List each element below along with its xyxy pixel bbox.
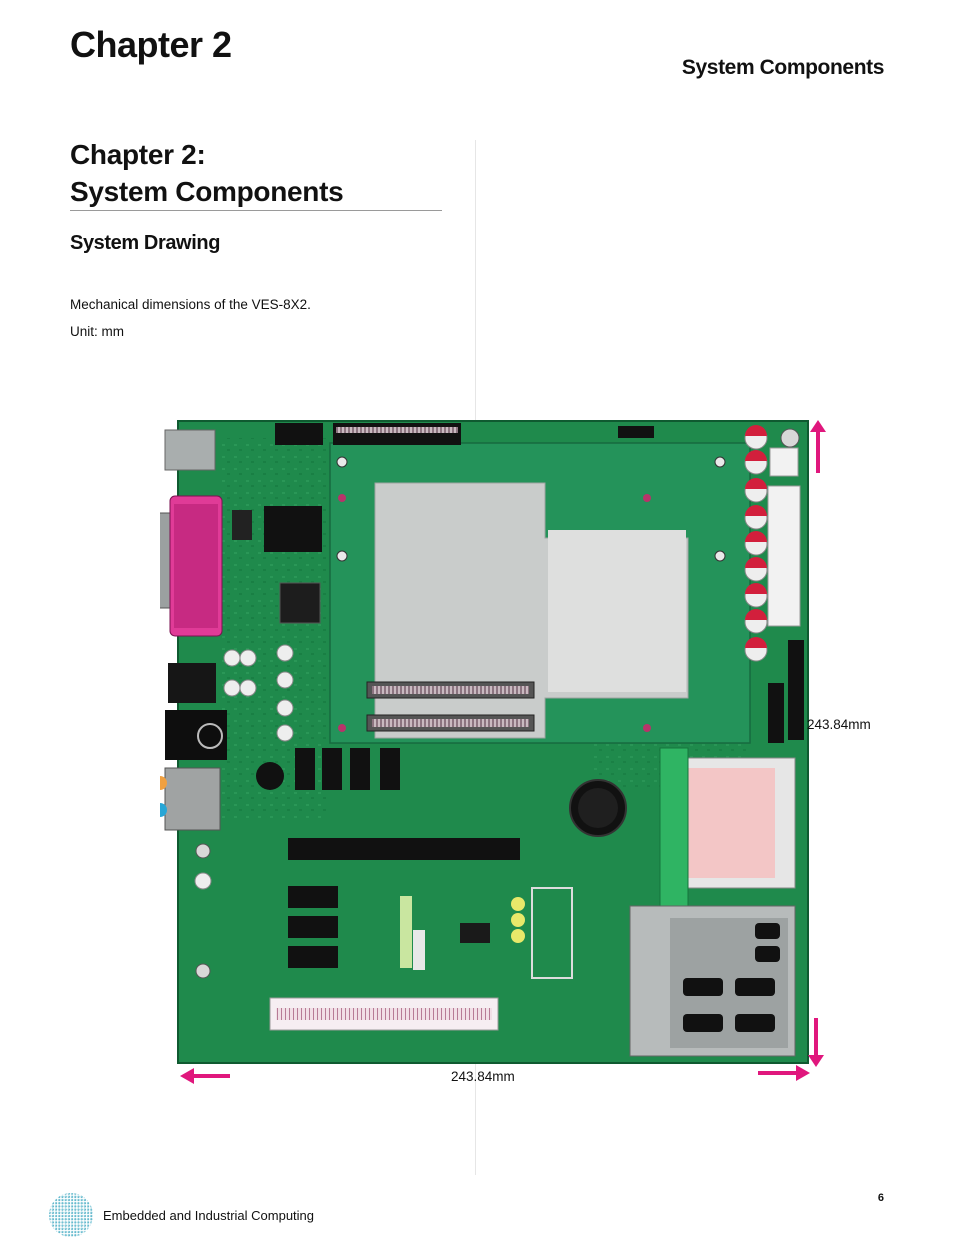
motherboard-illustration [153, 420, 809, 1064]
chapter-heading: Chapter 2 [70, 24, 232, 65]
height-dimension-label: 243.84mm [807, 717, 871, 732]
audio-usb-stack [164, 767, 221, 831]
subsection-title: System Drawing [70, 232, 221, 254]
pci-express-x1-slot-1 [288, 886, 338, 908]
pci-express-x1-slot-3 [288, 946, 338, 968]
arrow-left-head [180, 1068, 194, 1084]
pci-express-x1-slot-2 [288, 916, 338, 938]
running-header-title: System Components [681, 56, 884, 79]
motherboard-drawing [153, 418, 860, 1098]
dimension-arrows [180, 420, 826, 1084]
arrow-down-head [808, 1055, 824, 1067]
width-dimension-label: 243.84mm [451, 1069, 515, 1084]
section-title: Chapter 2: System Components [70, 136, 442, 210]
usb-port [164, 429, 216, 471]
company-logo [49, 1193, 93, 1237]
section-divider [70, 210, 442, 211]
description-text: Mechanical dimensions of the VES-8X2. [70, 297, 311, 312]
rj45-port-1 [168, 663, 216, 703]
arrow-right-head [796, 1065, 810, 1081]
footer-company: Embedded and Industrial Computing [103, 1208, 315, 1223]
atx-power-connector [767, 485, 801, 627]
buzzer [256, 762, 284, 790]
arrow-up-head [810, 420, 826, 432]
pci-express-x16-slot [288, 838, 520, 860]
section-title-line1: Chapter 2: [70, 139, 206, 170]
section-title-line2: System Components [70, 176, 344, 207]
chip-super-io [264, 506, 322, 552]
rj45-port-2 [165, 710, 227, 760]
unit-text: Unit: mm [70, 324, 124, 339]
page-number: 6 [877, 1192, 884, 1204]
